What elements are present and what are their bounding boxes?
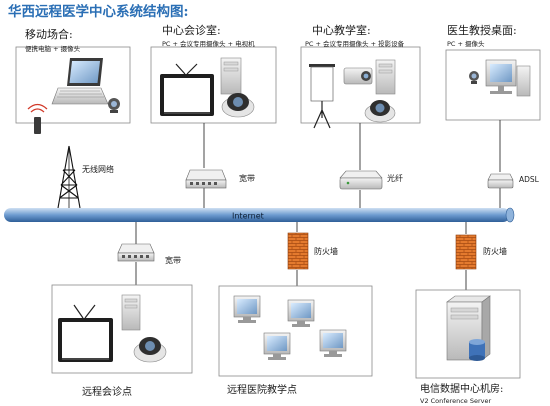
site-mobile-title: 移动场合: [25, 27, 73, 41]
projection-screen-icon [309, 64, 335, 129]
wireless-device-icon [27, 103, 48, 134]
desktop-pc-icon [263, 332, 291, 360]
desktop-pc-icon [287, 299, 315, 327]
network-hub-icon [117, 243, 155, 262]
fiber-modem-icon [339, 170, 383, 190]
pc-tower-icon [375, 59, 396, 95]
adsl-modem-icon [487, 173, 514, 189]
label-firewall-2: 防火墙 [483, 246, 507, 256]
site-mobile: 移动场合: 便携电脑 + 摄像头 [15, 27, 131, 134]
laptop-icon [51, 58, 109, 105]
connection-lines-top [68, 120, 501, 208]
wireless-tower-icon [57, 145, 81, 209]
site-remote-hospital: 远程医院教学点 [218, 285, 373, 396]
conference-camera-icon [364, 100, 396, 123]
site-teaching-subtitle: PC + 会议专用摄像头 + 投影设备 [305, 39, 405, 48]
webcam-icon [108, 98, 120, 113]
site-doctor-title: 医生教授桌面: [447, 23, 517, 37]
tv-icon [160, 63, 214, 116]
label-fiber: 光纤 [387, 173, 403, 183]
label-broadband-bottom: 宽带 [165, 255, 181, 265]
site-doctor-desktop: 医生教授桌面: PC + 摄像头 [445, 23, 541, 121]
site-consult-subtitle: PC + 会议专用摄像头 + 电视机 [162, 39, 255, 48]
webcam-icon [469, 71, 479, 84]
site-consult-title: 中心会诊室: [162, 23, 221, 37]
desktop-pc-icon [233, 295, 261, 323]
label-wireless: 无线网络 [82, 164, 114, 174]
site-teaching-room: 中心教学室: PC + 会议专用摄像头 + 投影设备 [300, 23, 421, 129]
desktop-pc-icon [319, 329, 347, 357]
projector-icon [343, 67, 373, 85]
site-remote-consult: 远程会诊点 [51, 284, 193, 398]
label-adsl: ADSL [519, 175, 540, 184]
page-title: 华西远程医学中心系统结构图: [8, 3, 188, 20]
site-remote-hospital-title: 远程医院教学点 [227, 383, 297, 396]
tv-icon [58, 304, 113, 362]
pc-tower-icon [121, 294, 141, 331]
site-data-center: 电信数据中心机房: V2 Conference Server [415, 289, 521, 405]
site-teaching-title: 中心教学室: [312, 23, 371, 37]
firewall-icon [287, 232, 309, 270]
conference-camera-icon [221, 93, 255, 118]
label-firewall-1: 防火墙 [314, 246, 338, 256]
conference-camera-icon [133, 337, 167, 363]
site-data-center-subtitle: V2 Conference Server [420, 397, 492, 405]
site-doctor-subtitle: PC + 摄像头 [447, 39, 485, 48]
label-broadband-top: 宽带 [239, 173, 255, 183]
firewall-icon [455, 234, 477, 270]
pc-tower-icon [220, 57, 242, 95]
site-data-center-title: 电信数据中心机房: [420, 382, 503, 395]
network-hub-icon [185, 169, 227, 189]
site-mobile-subtitle: 便携电脑 + 摄像头 [25, 44, 81, 53]
connection-lines-bottom [135, 222, 467, 290]
internet-bus: Internet [4, 207, 515, 223]
site-remote-consult-title: 远程会诊点 [82, 385, 132, 398]
database-icon [469, 339, 485, 361]
site-consult-room: 中心会诊室: PC + 会议专用摄像头 + 电视机 [150, 23, 277, 124]
desktop-pc-icon [485, 59, 531, 97]
internet-label: Internet [232, 212, 264, 221]
